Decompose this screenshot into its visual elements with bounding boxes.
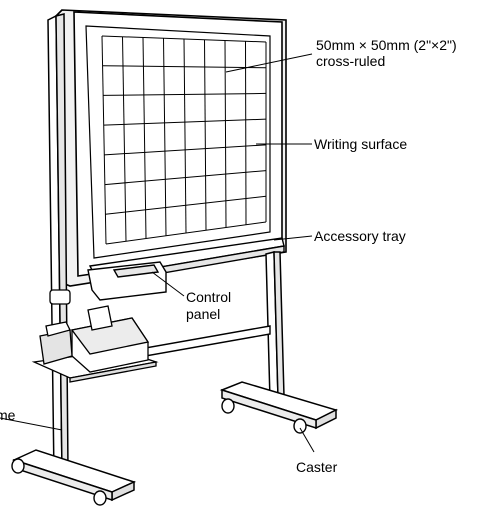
grid-horizontal-line	[105, 195, 267, 215]
grid-vertical-line	[204, 39, 207, 231]
label-caster: Caster	[296, 459, 338, 475]
board-frame	[55, 9, 287, 287]
label-control-panel-1: Control	[186, 289, 231, 305]
grid-vertical-line	[101, 35, 107, 245]
label-frame: me	[0, 407, 16, 423]
grid-horizontal-line	[103, 92, 267, 96]
printer	[39, 305, 150, 373]
grid-vertical-line	[245, 41, 247, 225]
grid-horizontal-line	[102, 65, 267, 69]
label-grid-type: cross-ruled	[316, 53, 385, 69]
grid-horizontal-line	[105, 221, 267, 245]
grid-vertical-line	[122, 36, 127, 242]
grid-vertical-line	[142, 37, 147, 239]
label-control-panel-2: panel	[186, 306, 220, 322]
grid-horizontal-line	[104, 170, 267, 186]
label-accessory-tray: Accessory tray	[314, 228, 406, 244]
leader-lines	[0, 53, 315, 453]
leg-joint	[49, 289, 71, 305]
grid-horizontal-line	[101, 35, 267, 43]
grid-vertical-line	[163, 38, 167, 236]
caster-wheels	[11, 398, 307, 506]
grid-vertical-line	[224, 40, 227, 228]
grid-horizontal-line	[104, 144, 267, 156]
label-writing-surface: Writing surface	[314, 136, 407, 152]
foot-right	[219, 381, 339, 430]
grid-vertical-line	[183, 38, 187, 234]
frame-leg-left	[47, 13, 69, 478]
foot-left	[11, 449, 137, 502]
cross-ruled-grid	[101, 35, 267, 245]
label-grid-size: 50mm × 50mm (2"×2")	[316, 37, 457, 53]
control-panel	[87, 261, 167, 301]
grid-horizontal-line	[103, 118, 267, 126]
